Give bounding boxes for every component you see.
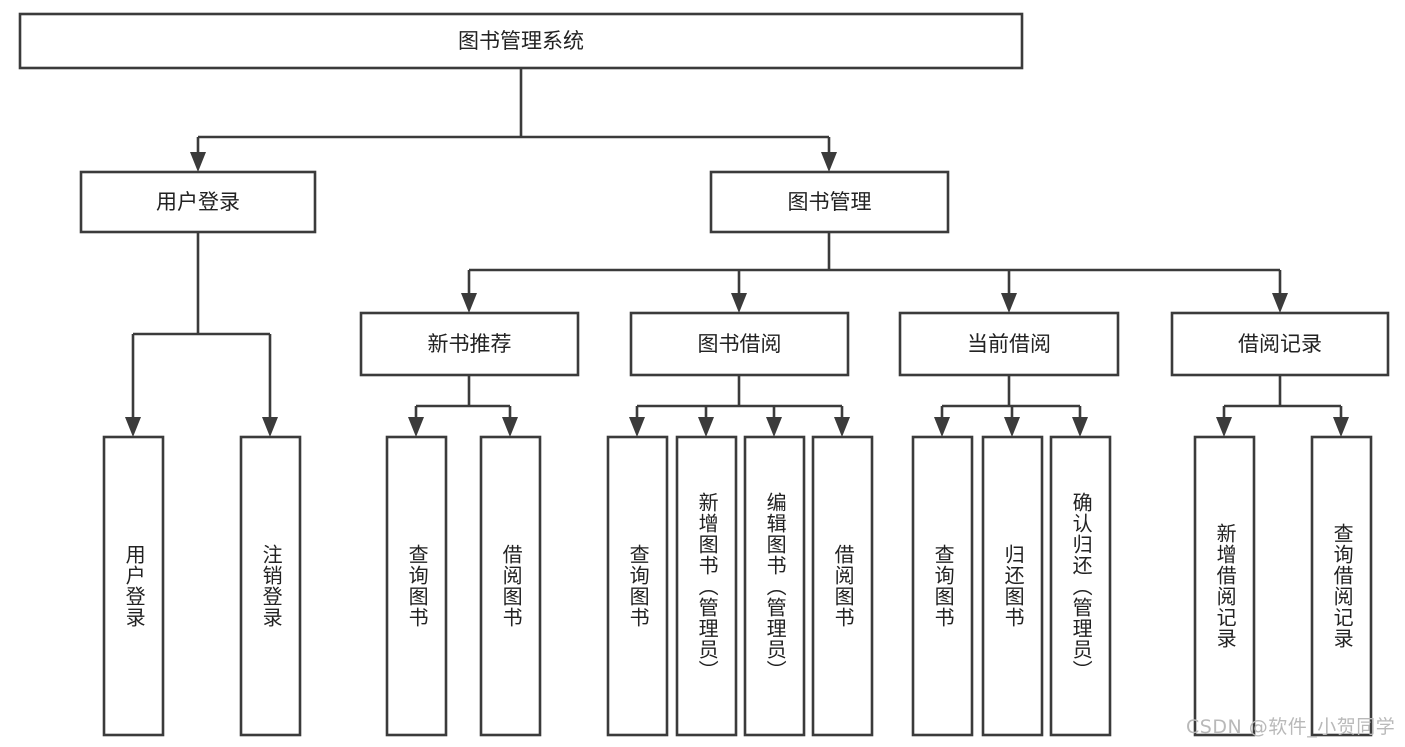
node-box-book-management[interactable] bbox=[709, 170, 950, 234]
csdn-watermark: CSDN @软件_小贺同学 bbox=[1186, 716, 1396, 738]
arrow-head-icon bbox=[1216, 417, 1232, 437]
arrow-head-icon bbox=[461, 293, 477, 313]
node-box-leaf-edit-book[interactable] bbox=[743, 435, 806, 737]
arrow-head-icon bbox=[766, 417, 782, 437]
node-box-leaf-query-record[interactable] bbox=[1310, 435, 1373, 737]
node-label-borrow-record: 借阅记录 bbox=[1238, 332, 1322, 356]
node-label-root: 图书管理系统 bbox=[458, 29, 584, 53]
node-label-new-book-recommend: 新书推荐 bbox=[428, 332, 512, 356]
node-box-leaf-confirm-return[interactable] bbox=[1049, 435, 1112, 737]
node-box-leaf-query-book-borrow[interactable] bbox=[606, 435, 669, 737]
arrow-head-icon bbox=[698, 417, 714, 437]
node-box-leaf-add-record[interactable] bbox=[1193, 435, 1256, 737]
arrow-head-icon bbox=[408, 417, 424, 437]
arrow-head-icon bbox=[821, 152, 837, 172]
node-label-book-management: 图书管理 bbox=[788, 190, 872, 214]
arrow-head-icon bbox=[125, 417, 141, 437]
node-box-leaf-return-book[interactable] bbox=[981, 435, 1044, 737]
node-box-leaf-user-login[interactable] bbox=[102, 435, 165, 737]
arrow-head-icon bbox=[190, 152, 206, 172]
node-label-book-borrow: 图书借阅 bbox=[698, 332, 782, 356]
arrow-head-icon bbox=[1072, 417, 1088, 437]
node-box-leaf-borrow-book[interactable] bbox=[811, 435, 874, 737]
arrow-head-icon bbox=[934, 417, 950, 437]
node-box-root[interactable] bbox=[18, 12, 1024, 70]
node-label-current-borrow: 当前借阅 bbox=[967, 332, 1051, 356]
node-box-user-login[interactable] bbox=[79, 170, 317, 234]
connectors-layer bbox=[125, 68, 1349, 437]
boxes-layer bbox=[18, 12, 1390, 737]
arrow-head-icon bbox=[1333, 417, 1349, 437]
node-box-current-borrow[interactable] bbox=[898, 311, 1120, 377]
node-box-new-book-recommend[interactable] bbox=[359, 311, 580, 377]
arrow-head-icon bbox=[1004, 417, 1020, 437]
node-box-leaf-query-book-recommend[interactable] bbox=[385, 435, 448, 737]
node-box-borrow-record[interactable] bbox=[1170, 311, 1390, 377]
arrow-head-icon bbox=[262, 417, 278, 437]
arrow-head-icon bbox=[1272, 293, 1288, 313]
node-box-leaf-query-book-current[interactable] bbox=[911, 435, 974, 737]
arrow-head-icon bbox=[1001, 293, 1017, 313]
node-box-leaf-add-book[interactable] bbox=[675, 435, 738, 737]
node-box-book-borrow[interactable] bbox=[629, 311, 850, 377]
arrow-head-icon bbox=[502, 417, 518, 437]
arrow-head-icon bbox=[731, 293, 747, 313]
arrow-head-icon bbox=[629, 417, 645, 437]
arrow-head-icon bbox=[834, 417, 850, 437]
node-box-leaf-borrow-book-recommend[interactable] bbox=[479, 435, 542, 737]
node-box-leaf-logout[interactable] bbox=[239, 435, 302, 737]
node-label-user-login: 用户登录 bbox=[156, 190, 240, 214]
